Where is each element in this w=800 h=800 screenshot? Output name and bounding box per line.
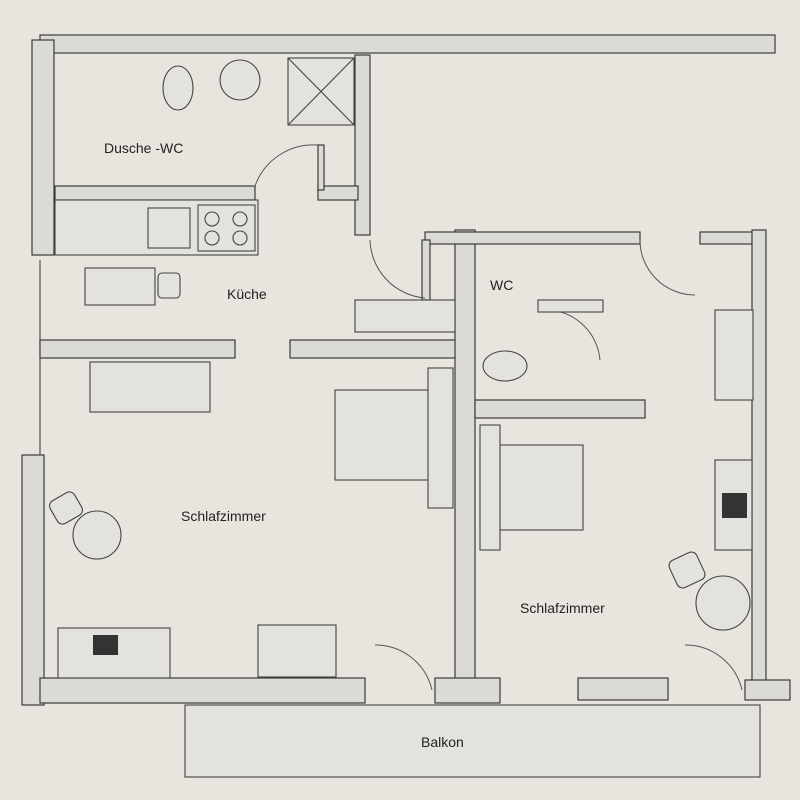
bathroom-bottom-wall (54, 185, 256, 201)
kitchen-bedroom-wall-left (39, 339, 236, 359)
wc-bottom-wall (474, 399, 646, 419)
left-wall-lower (21, 454, 45, 706)
room-label-kitchen: Küche (227, 286, 267, 302)
room-label-wc: WC (490, 277, 513, 293)
stove-icon (197, 204, 256, 252)
kitchen-sink-icon (147, 207, 191, 249)
room-label-bathroom: Dusche -WC (104, 140, 183, 156)
doors (254, 144, 743, 691)
bottom-wall-window (577, 677, 669, 701)
room-label-bedroom-left: Schlafzimmer (181, 508, 266, 524)
balcony-outline (184, 704, 761, 778)
left-bedroom-furniture (49, 361, 454, 679)
kitchen-table (84, 267, 156, 306)
kitchen-fixtures (54, 199, 456, 333)
kitchen-chair (157, 272, 181, 299)
sink-icon (219, 59, 261, 101)
right-top-wall (699, 231, 756, 245)
dresser-left (257, 624, 337, 678)
bathroom-fixtures (162, 57, 355, 126)
hall-wall (421, 239, 431, 301)
room-label-balcony: Balkon (421, 734, 464, 750)
kitchen-bedroom-wall-right (289, 339, 461, 359)
armchair-left (49, 491, 83, 525)
balcony-door-right (684, 644, 743, 691)
central-wall (454, 229, 476, 701)
hall-door (369, 239, 426, 299)
wc-top-wall (424, 231, 641, 245)
walls (21, 34, 791, 778)
room-label-bedroom-right: Schlafzimmer (520, 600, 605, 616)
top-wall (39, 34, 776, 54)
right-side-furniture (479, 299, 754, 631)
armchair-right (668, 551, 706, 589)
tv-icon-right (722, 493, 747, 518)
wc-toilet-icon (482, 350, 528, 382)
bottom-wall-middle (434, 677, 501, 704)
bathroom-door-jamb (317, 144, 325, 191)
sofa-icon (89, 361, 211, 413)
round-table-right (695, 575, 751, 631)
tv-icon (93, 635, 118, 655)
bed-left-nightstands (427, 367, 454, 509)
wc-sink (537, 299, 604, 313)
bottom-wall-left (39, 677, 366, 704)
bottom-wall-right (744, 679, 791, 701)
bathroom-right-wall (354, 54, 371, 236)
bathroom-bottom-wall-right (317, 185, 359, 201)
bed-right-nightstands (479, 424, 501, 551)
bed-left (334, 389, 431, 481)
hall-cabinet (354, 299, 456, 333)
round-table-left (72, 510, 122, 560)
bathroom-door (254, 144, 319, 187)
right-room-door (639, 239, 696, 296)
balcony-door-left (374, 644, 433, 691)
toilet-icon (162, 65, 194, 111)
left-wall-upper (31, 39, 55, 256)
right-wall (751, 229, 767, 691)
wardrobe-right (714, 309, 754, 401)
